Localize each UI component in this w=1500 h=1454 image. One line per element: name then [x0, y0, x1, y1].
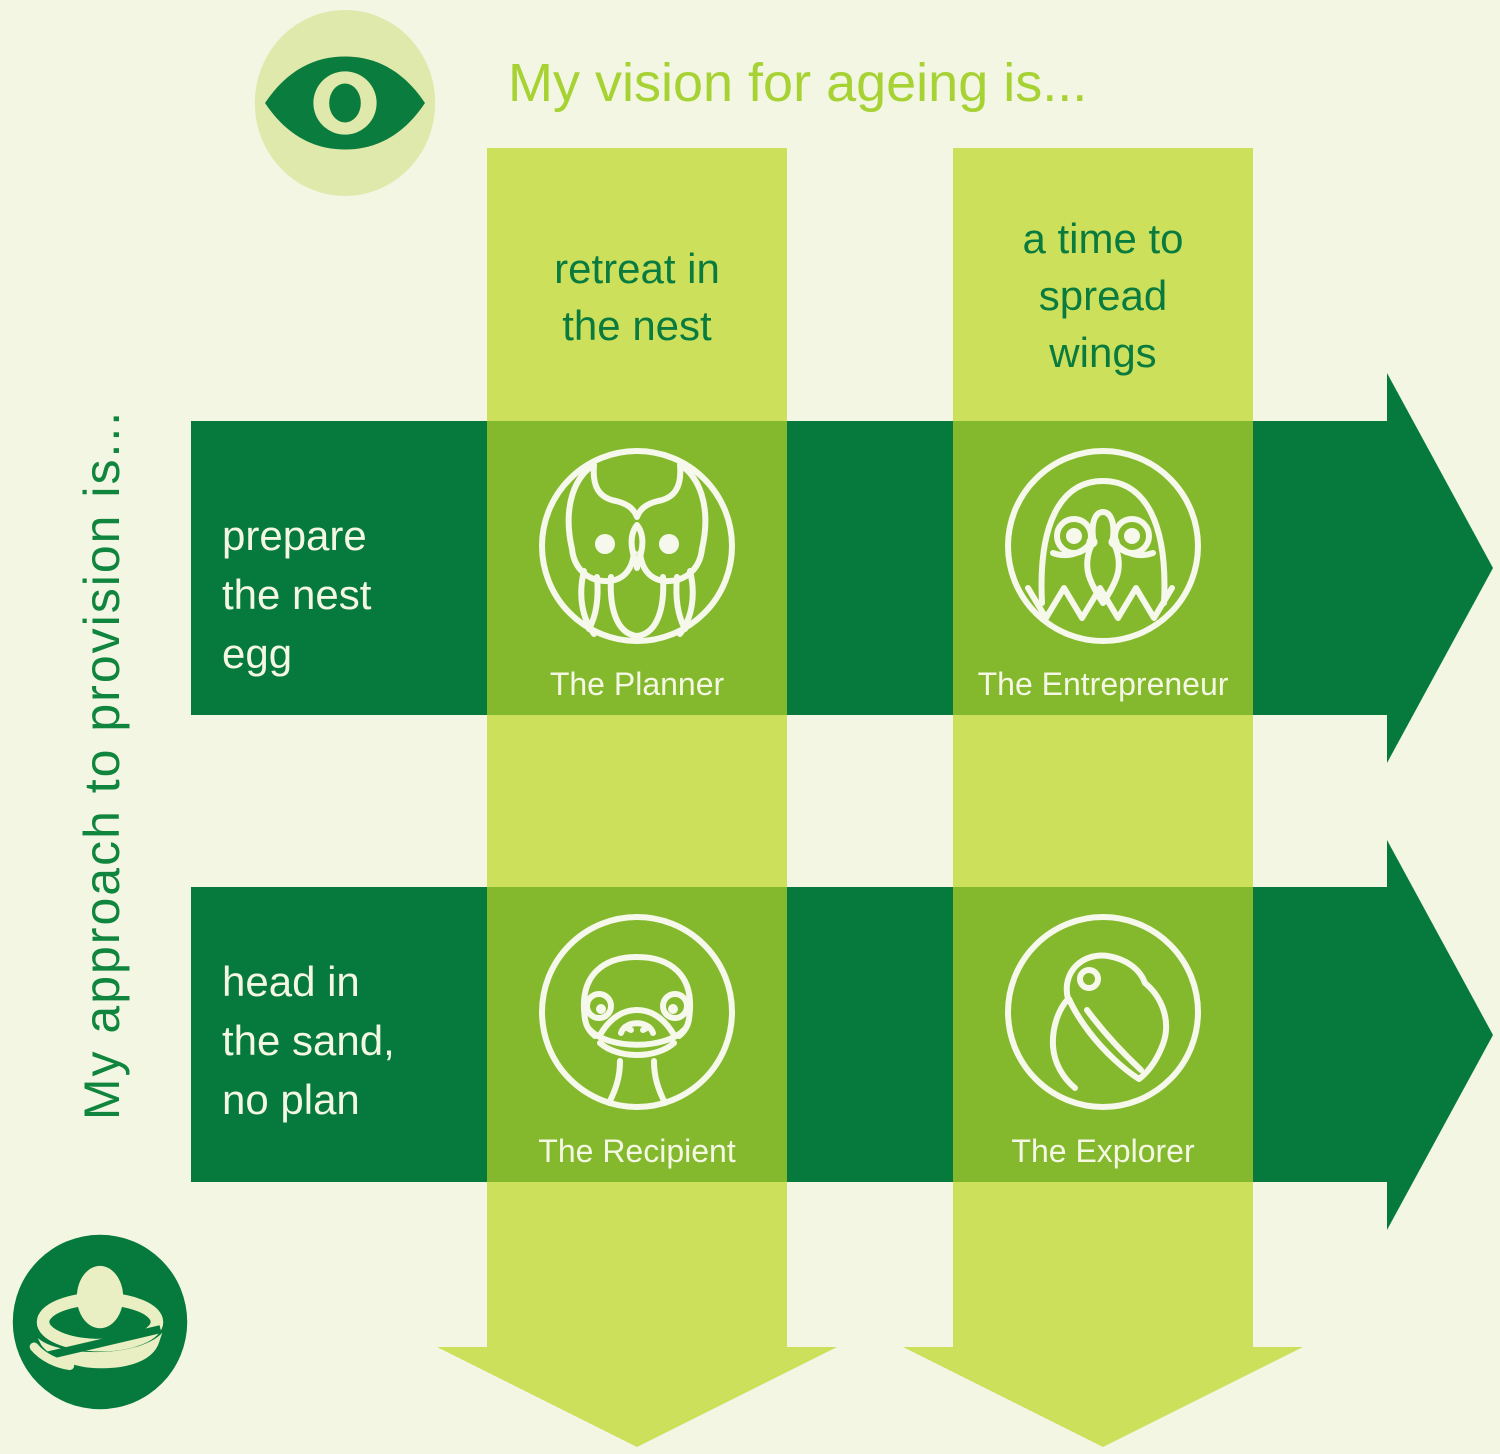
ostrich-icon [539, 914, 735, 1110]
quadrant-explorer: The Explorer [953, 887, 1253, 1182]
owl-icon [539, 448, 735, 644]
persona-label-planner: The Planner [549, 666, 725, 702]
quadrant-recipient: The Recipient [487, 887, 787, 1182]
provision-axis-label: My approach to provision is... [74, 409, 130, 1121]
eye-icon [254, 10, 436, 196]
persona-label-entrepreneur: The Entrepreneur [977, 666, 1229, 702]
toucan-icon [1005, 914, 1201, 1110]
quadrant-entrepreneur: The Entrepreneur [953, 421, 1253, 715]
vision-column-label-spread: a time to spread wings [1022, 215, 1184, 376]
eagle-icon [1005, 448, 1201, 644]
page-title: My vision for ageing is... [508, 53, 1088, 113]
vision-column-label-retreat: retreat in the nest [554, 245, 720, 349]
persona-label-recipient: The Recipient [538, 1133, 736, 1169]
quadrant-planner: The Planner [487, 421, 787, 715]
provision-row-label-prepare: prepare the nest egg [222, 512, 372, 677]
down-arrowhead-spread [903, 1347, 1303, 1447]
right-arrowhead-noplan [1387, 840, 1493, 1230]
nest-egg-icon [12, 1234, 188, 1410]
right-arrowhead-prepare [1387, 373, 1493, 763]
down-arrowhead-retreat [437, 1347, 837, 1447]
persona-label-explorer: The Explorer [1011, 1133, 1195, 1169]
provision-row-label-noplan: head in the sand, no plan [222, 958, 395, 1123]
